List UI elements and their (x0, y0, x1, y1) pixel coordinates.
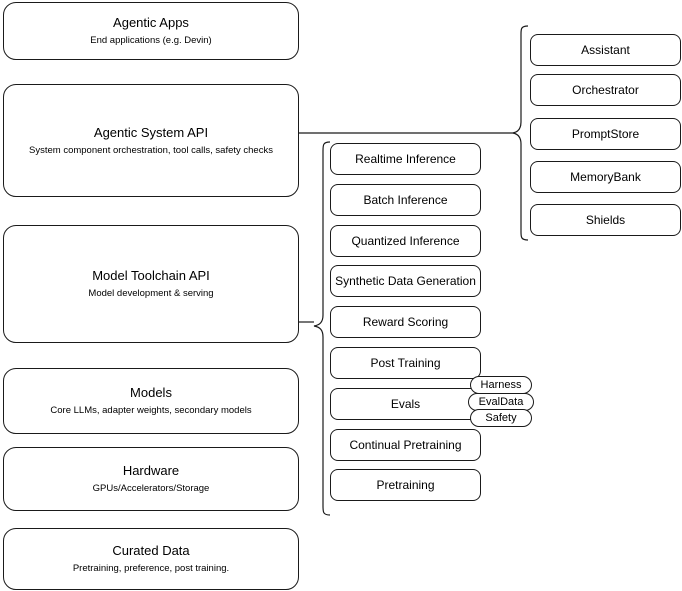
chip-label: Reward Scoring (362, 315, 449, 329)
chip-label: Shields (585, 213, 626, 227)
layer-title: Agentic System API (93, 124, 209, 140)
chip-batch-inference[interactable]: Batch Inference (330, 184, 481, 216)
chip-label: Realtime Inference (355, 152, 456, 166)
layer-agentic-system-api[interactable]: Agentic System API System component orch… (3, 84, 299, 197)
chip-synthetic-data-generation[interactable]: Synthetic Data Generation (330, 265, 481, 297)
chip-shields[interactable]: Shields (530, 204, 681, 236)
layer-subtitle: Model development & serving (88, 288, 214, 299)
chip-pretraining[interactable]: Pretraining (330, 469, 481, 501)
layer-agentic-apps[interactable]: Agentic Apps End applications (e.g. Devi… (3, 2, 299, 60)
layer-subtitle: Core LLMs, adapter weights, secondary mo… (50, 405, 252, 416)
layer-subtitle: System component orchestration, tool cal… (29, 144, 273, 156)
chip-label: Assistant (581, 43, 630, 57)
chip-evals[interactable]: Evals (330, 388, 481, 420)
brace-toolchain-components (313, 141, 331, 516)
pill-label: EvalData (478, 396, 524, 408)
connector-toolchain-api-to-brace (299, 321, 314, 323)
pill-safety[interactable]: Safety (470, 409, 532, 427)
connector-system-api-to-components (299, 132, 514, 134)
chip-reward-scoring[interactable]: Reward Scoring (330, 306, 481, 338)
chip-quantized-inference[interactable]: Quantized Inference (330, 225, 481, 257)
chip-label: Orchestrator (572, 83, 639, 97)
layer-subtitle: GPUs/Accelerators/Storage (92, 483, 210, 494)
chip-assistant[interactable]: Assistant (530, 34, 681, 66)
chip-memorybank[interactable]: MemoryBank (530, 161, 681, 193)
layer-curated-data[interactable]: Curated Data Pretraining, preference, po… (3, 528, 299, 590)
chip-continual-pretraining[interactable]: Continual Pretraining (330, 429, 481, 461)
layer-title: Model Toolchain API (92, 268, 210, 283)
layer-title: Hardware (122, 463, 180, 478)
layer-hardware[interactable]: Hardware GPUs/Accelerators/Storage (3, 447, 299, 511)
chip-label: Evals (390, 397, 421, 411)
chip-post-training[interactable]: Post Training (330, 347, 481, 379)
pill-label: Safety (485, 412, 517, 424)
layer-model-toolchain-api[interactable]: Model Toolchain API Model development & … (3, 225, 299, 343)
chip-label: Quantized Inference (351, 234, 460, 248)
chip-promptstore[interactable]: PromptStore (530, 118, 681, 150)
layer-subtitle: Pretraining, preference, post training. (72, 563, 230, 574)
chip-realtime-inference[interactable]: Realtime Inference (330, 143, 481, 175)
chip-orchestrator[interactable]: Orchestrator (530, 74, 681, 106)
brace-system-components (512, 25, 529, 241)
layer-title: Agentic Apps (113, 15, 189, 30)
pill-harness[interactable]: Harness (470, 376, 532, 394)
layer-subtitle: End applications (e.g. Devin) (90, 35, 212, 46)
layer-title: Curated Data (112, 543, 190, 558)
chip-label: PromptStore (571, 127, 640, 141)
chip-label: Batch Inference (363, 193, 448, 207)
chip-label: Continual Pretraining (349, 438, 462, 452)
layer-models[interactable]: Models Core LLMs, adapter weights, secon… (3, 368, 299, 434)
layer-title: Models (130, 385, 172, 400)
chip-label: Synthetic Data Generation (335, 274, 476, 288)
pill-label: Harness (480, 379, 522, 391)
chip-label: MemoryBank (570, 170, 641, 184)
chip-label: Pretraining (376, 478, 435, 492)
chip-label: Post Training (370, 356, 441, 370)
